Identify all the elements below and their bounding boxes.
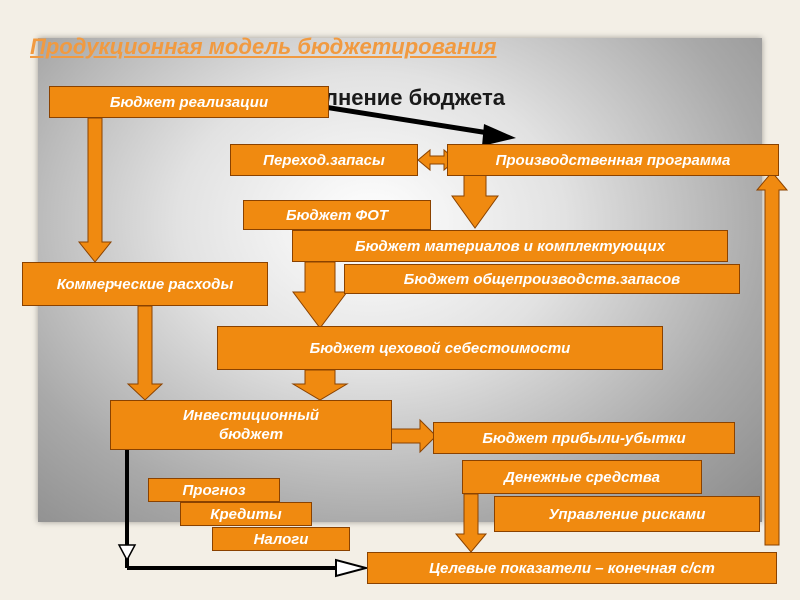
box-materials-budget: Бюджет материалов и комплектующих	[292, 230, 728, 262]
box-overhead-budget: Бюджет общепроизводств.запасов	[344, 264, 740, 294]
arrow-cash-to-target	[454, 493, 488, 553]
arrow-to-shopcost	[292, 261, 348, 329]
arrow-investment-to-profit	[389, 418, 437, 454]
arrow-production-down	[451, 173, 499, 229]
box-cash: Денежные средства	[462, 460, 702, 494]
box-taxes: Налоги	[212, 527, 350, 551]
box-target-indicators: Целевые показатели – конечная с/ст	[367, 552, 777, 584]
box-credits: Кредиты	[180, 502, 312, 526]
box-forecast: Прогноз	[148, 478, 280, 502]
box-risk-management: Управление рисками	[494, 496, 760, 532]
box-profit-loss-budget: Бюджет прибыли-убытки	[433, 422, 735, 454]
arrow-commercial-to-investment	[126, 305, 164, 401]
arrow-right-up	[755, 171, 789, 546]
page-title: Продукционная модель бюджетирования	[30, 34, 497, 59]
arrow-shopcost-to-investment	[291, 369, 349, 401]
box-transit-stock: Переход.запасы	[230, 144, 418, 176]
arrowhead-target	[335, 558, 370, 578]
arrowhead-production	[482, 124, 516, 146]
subtitle-fragment: лнение бюджета	[324, 85, 505, 110]
arrowhead-left-down	[117, 544, 137, 562]
arrow-sales-to-commercial	[77, 117, 113, 263]
box-payroll-budget: Бюджет ФОТ	[243, 200, 431, 230]
box-shop-cost-budget: Бюджет цеховой себестоимости	[217, 326, 663, 370]
box-commercial-expenses: Коммерческие расходы	[22, 262, 268, 306]
box-investment-budget: Инвестиционный бюджет	[110, 400, 392, 450]
box-production-program: Производственная программа	[447, 144, 779, 176]
box-sales-budget: Бюджет реализации	[49, 86, 329, 118]
